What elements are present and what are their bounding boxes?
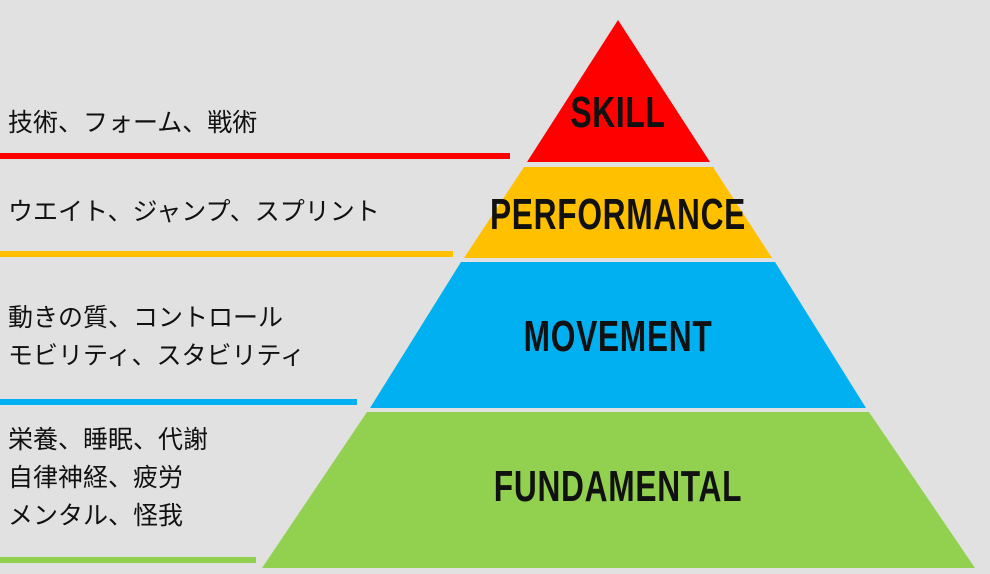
divider-skill — [0, 153, 510, 159]
level-label-performance: PERFORMANCE — [489, 190, 747, 239]
description-line: メンタル、怪我 — [8, 501, 184, 530]
description-movement: 動きの質、コントロール モビリティ、スタビリティ — [8, 299, 305, 375]
description-line: 自律神経、疲労 — [8, 463, 184, 492]
description-line: モビリティ、スタビリティ — [8, 341, 306, 370]
description-line: 栄養、睡眠、代謝 — [8, 425, 209, 454]
level-label-skill: SKILL — [570, 88, 666, 137]
divider-movement — [0, 399, 357, 405]
level-label-movement: MOVEMENT — [523, 312, 713, 361]
description-skill: 技術、フォーム、戦術 — [8, 104, 257, 142]
description-line: 動きの質、コントロール — [8, 303, 284, 332]
description-line: ウエイト、ジャンプ、スプリント — [8, 197, 380, 226]
divider-performance — [0, 251, 453, 257]
pyramid-tier-fundamental — [262, 412, 975, 568]
pyramid-tier-skill — [527, 20, 710, 162]
pyramid-tier-performance — [464, 167, 772, 258]
description-fundamental: 栄養、睡眠、代謝 自律神経、疲労 メンタル、怪我 — [8, 421, 208, 535]
description-line: 技術、フォーム、戦術 — [8, 108, 258, 137]
level-label-fundamental: FUNDAMENTAL — [493, 462, 743, 511]
divider-fundamental — [0, 557, 256, 563]
description-performance: ウエイト、ジャンプ、スプリント — [8, 193, 380, 231]
pyramid-tier-movement — [370, 262, 866, 408]
